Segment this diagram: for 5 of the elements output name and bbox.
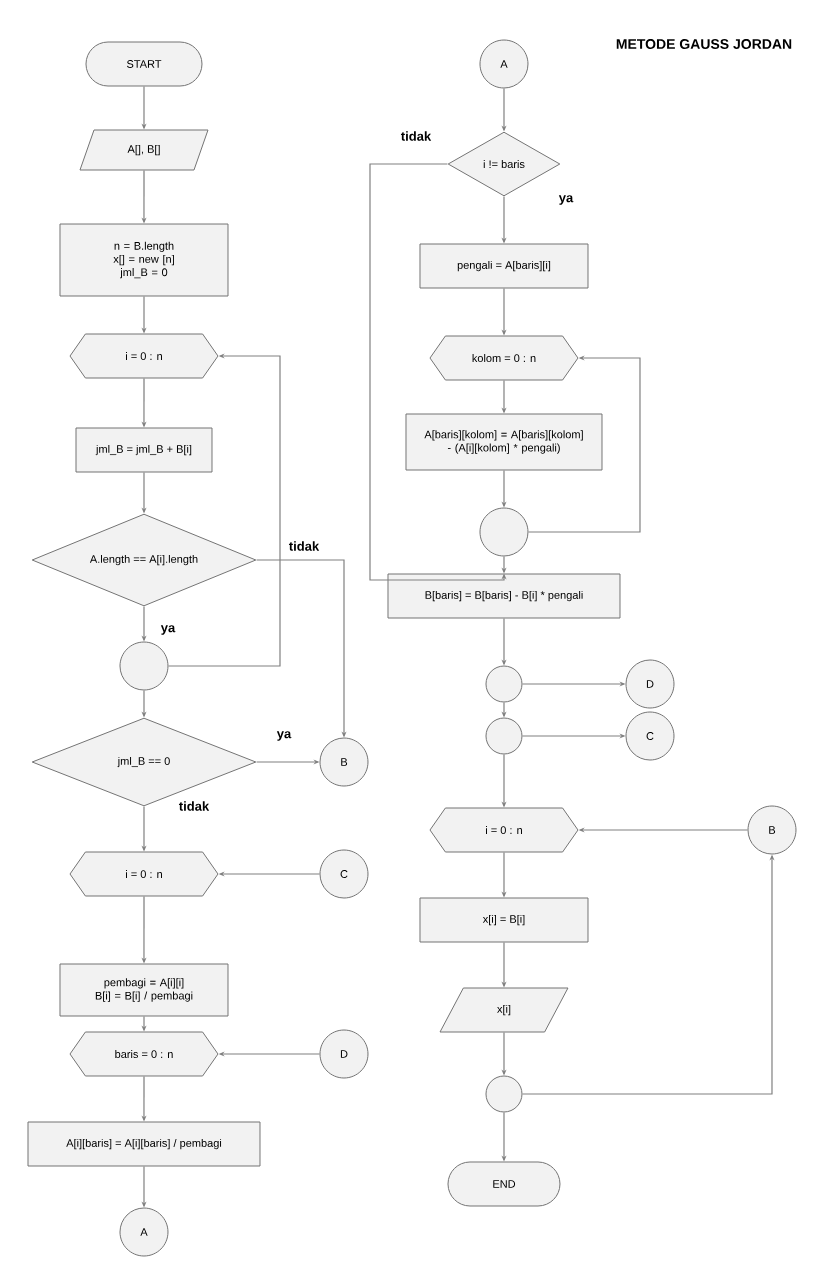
connector-circle — [485, 1075, 523, 1113]
connector-circle — [485, 665, 523, 703]
connector-circle — [485, 717, 523, 755]
connector-circle — [119, 641, 169, 691]
connector-circle — [479, 507, 529, 557]
